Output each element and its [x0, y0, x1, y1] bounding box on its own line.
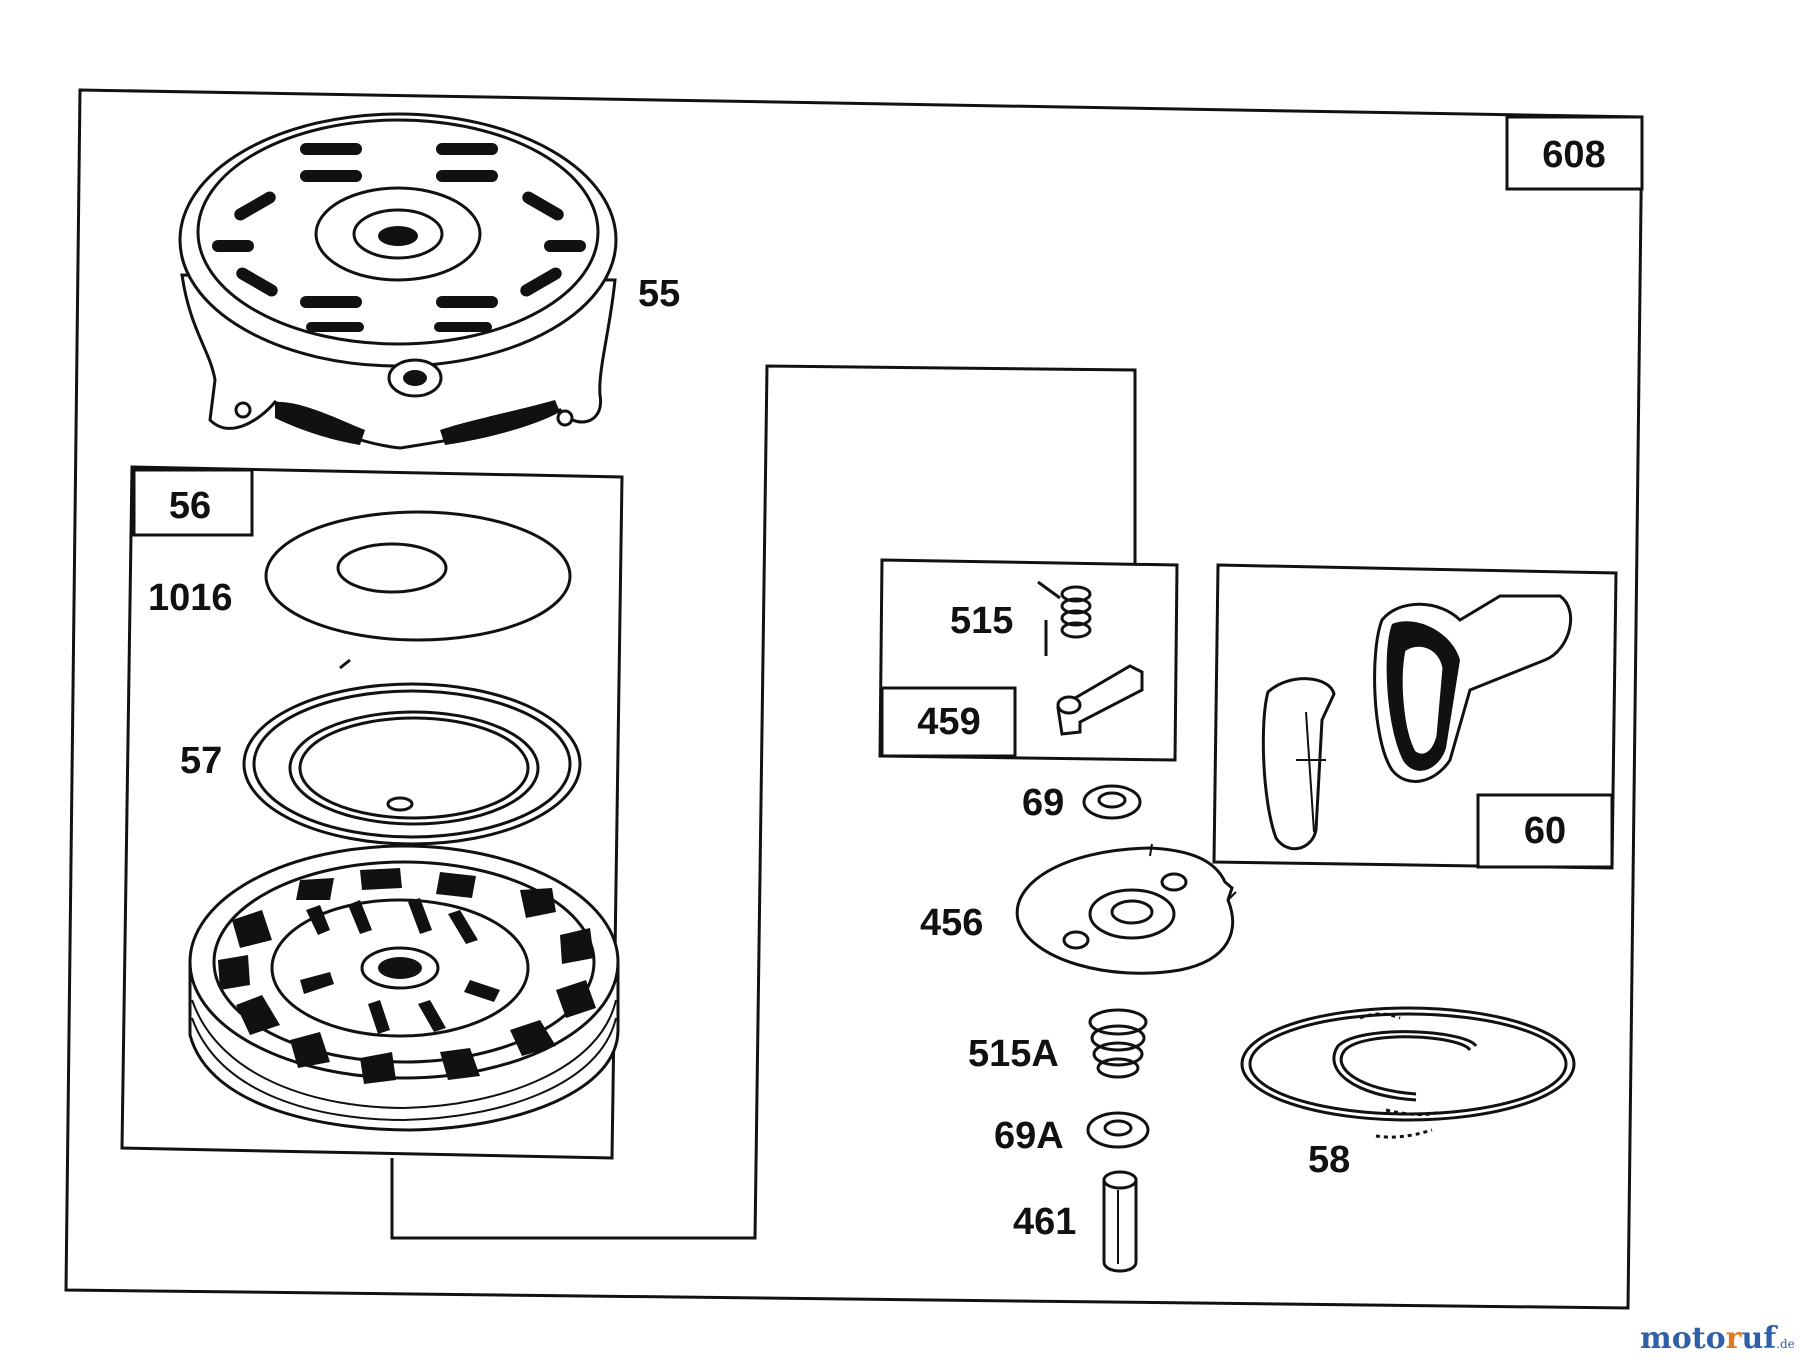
washer-part: [1082, 784, 1142, 820]
spring-label: 515A: [968, 1033, 1059, 1075]
starter-rope-part: [1240, 1006, 1576, 1139]
ratchet-kit-number-box: 459: [880, 686, 1017, 758]
starter-rope-label: 58: [1308, 1139, 1350, 1181]
ratchet-part: [1015, 843, 1237, 975]
starter-pulley-part: [188, 844, 620, 1132]
ratchet-spring-part: [1037, 580, 1092, 656]
ratchet-label: 456: [920, 902, 983, 944]
washer-label: 69: [1022, 782, 1064, 824]
pulley-kit-number: 56: [169, 485, 211, 527]
handle-part: [1261, 594, 1573, 851]
ratchet-pawl-part: [1056, 664, 1144, 736]
washer-a-label: 69A: [994, 1115, 1064, 1157]
spring-cover-label: 1016: [148, 577, 233, 619]
assembly-number-box: 608: [1505, 115, 1644, 191]
rewind-spring-part: [242, 658, 582, 846]
rewind-starter-housing-label: 55: [638, 273, 680, 315]
spring-part: [1088, 1008, 1148, 1079]
ratchet-kit-number: 459: [917, 701, 980, 743]
retainer-part: [1102, 1170, 1138, 1273]
rewind-starter-housing-part: [178, 112, 618, 450]
retainer-label: 461: [1013, 1201, 1076, 1243]
spring-cover-part: [264, 510, 572, 642]
pulley-kit-number-box: 56: [132, 468, 254, 537]
handle-number: 60: [1524, 810, 1566, 852]
ratchet-spring-label: 515: [950, 600, 1013, 642]
handle-number-box: 60: [1476, 793, 1614, 869]
rewind-spring-label: 57: [180, 740, 222, 782]
pulley-kit-frame: [120, 465, 624, 1160]
washer-a-part: [1086, 1111, 1150, 1149]
watermark: motoruf.de: [1640, 1321, 1795, 1356]
assembly-frame: [64, 88, 1644, 1310]
connector-line: [390, 364, 1137, 1240]
assembly-number: 608: [1542, 134, 1605, 176]
